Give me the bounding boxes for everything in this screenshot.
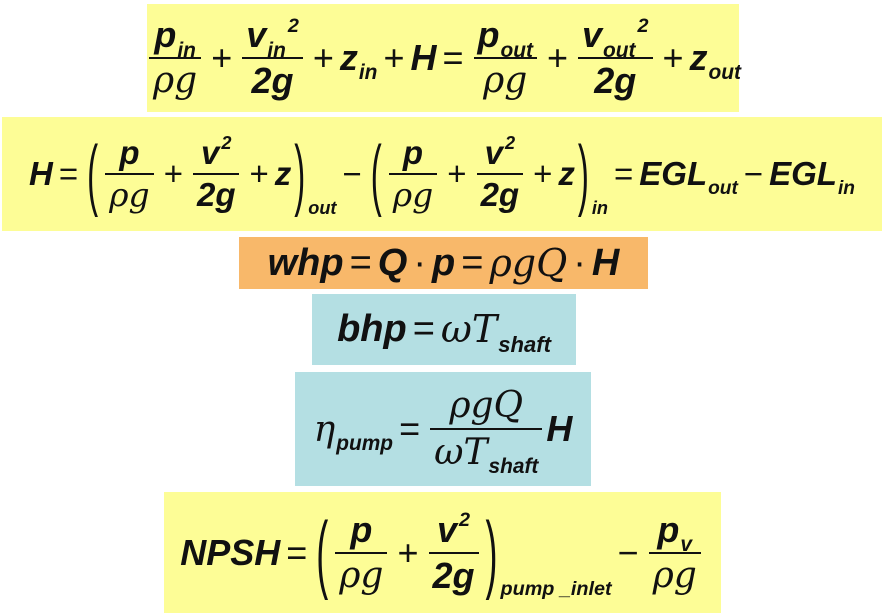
elevation-out: zout [689,37,742,85]
pump-efficiency-equation: ηpump = ρgQ ωTshaft H [295,372,591,486]
elevation-in: zin [339,37,378,85]
energy-equation: pin ρg + vin2 2g + zin + H = pout ρg + v… [147,4,742,112]
pressure-head-out: pout ρg [473,15,537,100]
velocity-head-out: vout2 2g [578,15,653,100]
pressure-head-in: pin ρg [148,15,202,100]
egl-in: EGLin [769,155,855,199]
brake-horsepower-equation: bhp = ωTshaft [312,294,576,365]
egl-out: EGLout [639,155,738,199]
pump-head: H [410,37,437,78]
water-horsepower-equation: whp = Q · p = ρgQ · H [239,237,648,289]
velocity-head-in: vin2 2g [242,15,303,100]
